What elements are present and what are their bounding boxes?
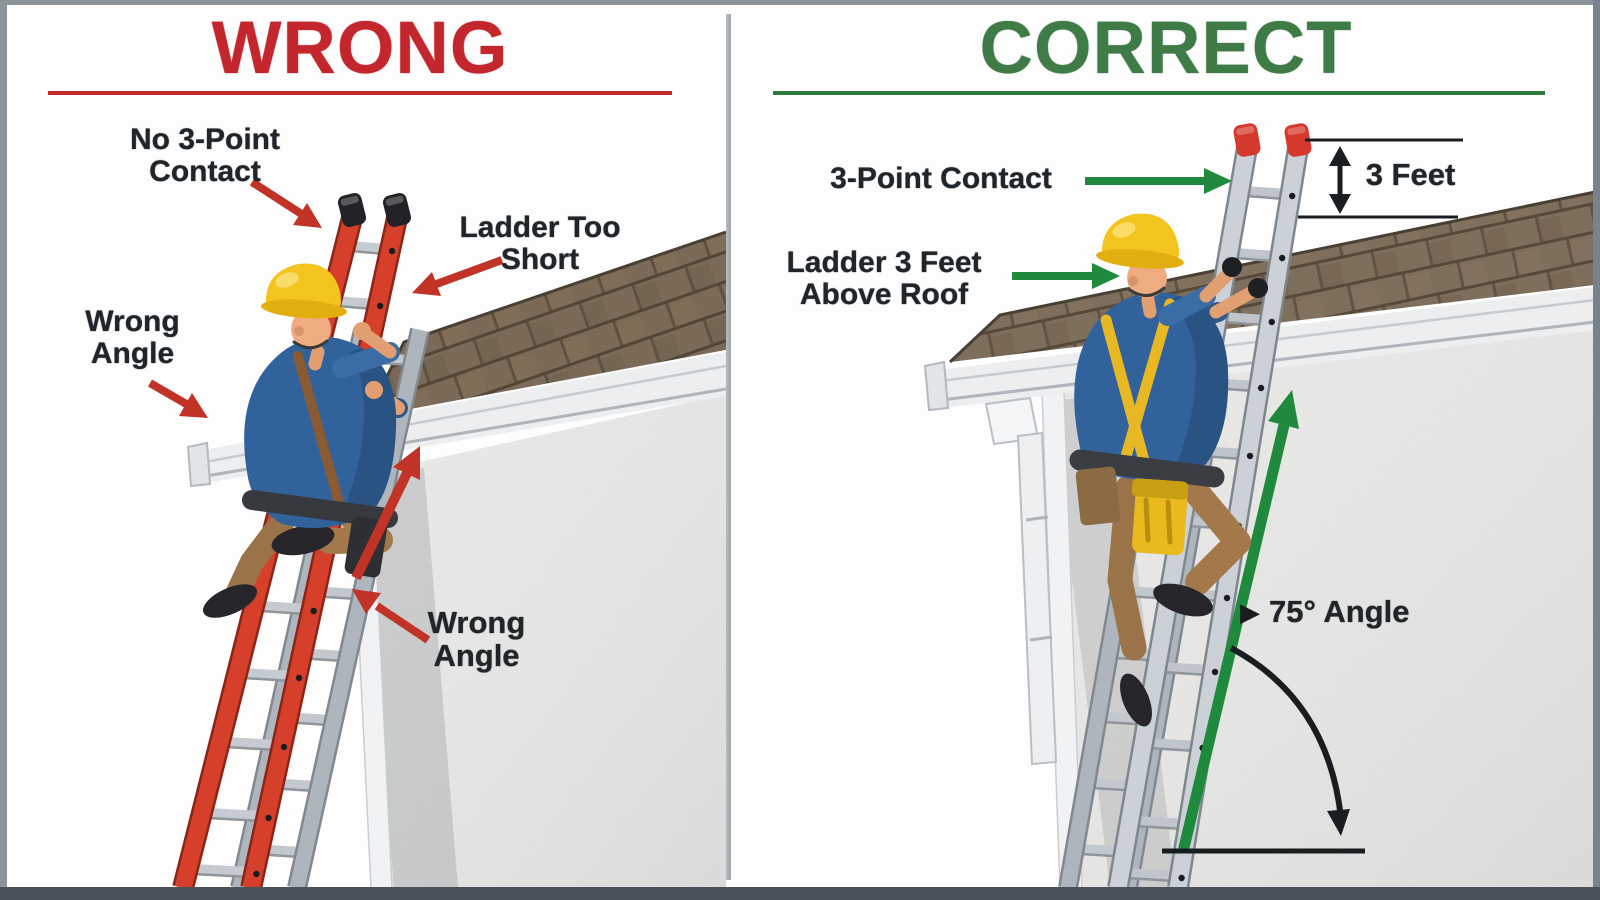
ladder-cap [337,193,367,227]
rung-shadow [1126,876,1175,883]
glove [1222,257,1242,277]
ladder-rung [236,668,300,681]
rivet [265,814,272,822]
rivet [295,674,303,682]
ladder-rail [289,328,428,890]
cap-highlight [340,195,359,206]
red-callout-arrows [147,178,504,644]
ladder-shadow [360,468,458,888]
rivet [280,743,288,751]
ladder-cap [1233,123,1261,157]
ladder-rung [1142,738,1203,751]
ladder-rung [187,864,257,877]
rung-shadow [260,609,307,616]
panel-divider [726,14,731,880]
ladder-rung [1119,868,1182,881]
downspout [984,396,1058,766]
gutter-end-cap [186,441,212,488]
rivet [388,247,396,255]
angle-pointer-icon: ▶ [1240,597,1260,627]
arrow-no-3-point-icon [249,178,322,228]
arrow-ladder-too-short-icon [412,256,504,296]
label-75-angle: 75° Angle [1269,594,1410,629]
rivet [310,607,317,615]
wrong-title: WRONG [211,6,509,89]
arrow-wrong-angle-upper-icon [147,379,208,418]
frame-edge-right [1593,0,1600,900]
rung-shadow [226,745,278,752]
rung-shadow [1162,670,1209,677]
ladder-rail [242,216,406,890]
glove [1248,278,1268,298]
rung-shadow [193,872,250,879]
correct-title-underline [773,91,1545,95]
angle-arc-icon [1162,645,1365,854]
frame-edge-bottom [0,887,1600,900]
hand [365,381,383,399]
frame-edge-top [0,0,1600,5]
gutter-end-cap [923,360,950,412]
head [291,309,331,349]
rivet [1211,668,1219,676]
rivet [253,870,260,878]
rung-shadow [1135,824,1184,831]
ladder-cap [1284,123,1312,157]
label-three-point-contact: 3-Point Contact [830,162,1052,195]
rivet [1246,452,1254,460]
ladder-cap [382,193,412,227]
worker-correct [1069,213,1268,727]
angle-guide-arrow-icon [1177,390,1299,854]
rivet [376,302,384,310]
rung-shadow [208,816,262,823]
rivet [1268,318,1275,326]
arrow-three-point-contact-icon [1085,168,1232,194]
wrong-title-underline [48,91,672,95]
wrong-scene [147,178,727,891]
rivet [1223,594,1231,602]
arrow-wrong-angle-direction-icon [351,446,420,581]
three-feet-marker [1298,138,1463,219]
ladder-rung [1155,662,1215,675]
correct-scene [923,123,1596,890]
rung-shadow [1223,320,1265,327]
label-ladder-too-short: Ladder Too Short [459,211,621,277]
label-wrong-angle-lower: Wrong Angle [427,605,526,674]
rung-shadow [1234,256,1276,263]
label-75-angle-group: ▶ 75° Angle [1240,594,1409,630]
cap-highlight [385,195,404,206]
correct-title: CORRECT [979,6,1353,89]
rivet [1178,874,1185,882]
house-wall-left [350,394,726,889]
ladder-rung [253,601,314,614]
rung-shadow [1149,746,1196,753]
hand [353,322,371,340]
frame-edge-left [0,0,7,900]
ladder-rung [1128,816,1191,829]
cap-highlight [1236,126,1255,136]
label-three-feet: 3 Feet [1365,157,1456,192]
cap-highlight [1287,126,1306,136]
green-callout-arrows [1012,168,1232,289]
label-wrong-angle-upper: Wrong Angle [85,305,180,371]
ladder-rail [1169,146,1307,890]
rivet [1257,384,1265,392]
arrow-ladder-above-roof-icon [1012,263,1120,289]
label-no-three-point-contact: No 3-Point Contact [130,123,280,189]
label-ladder-above-roof: Ladder 3 Feet Above Roof [786,246,982,312]
rung-shadow [243,676,293,683]
rung-shadow [1245,194,1286,201]
ladder-rung [219,737,285,750]
ladder-rung [201,808,269,821]
arrow-wrong-angle-lower-icon [352,589,431,644]
rivet [1288,192,1296,200]
rivet [1278,254,1286,262]
